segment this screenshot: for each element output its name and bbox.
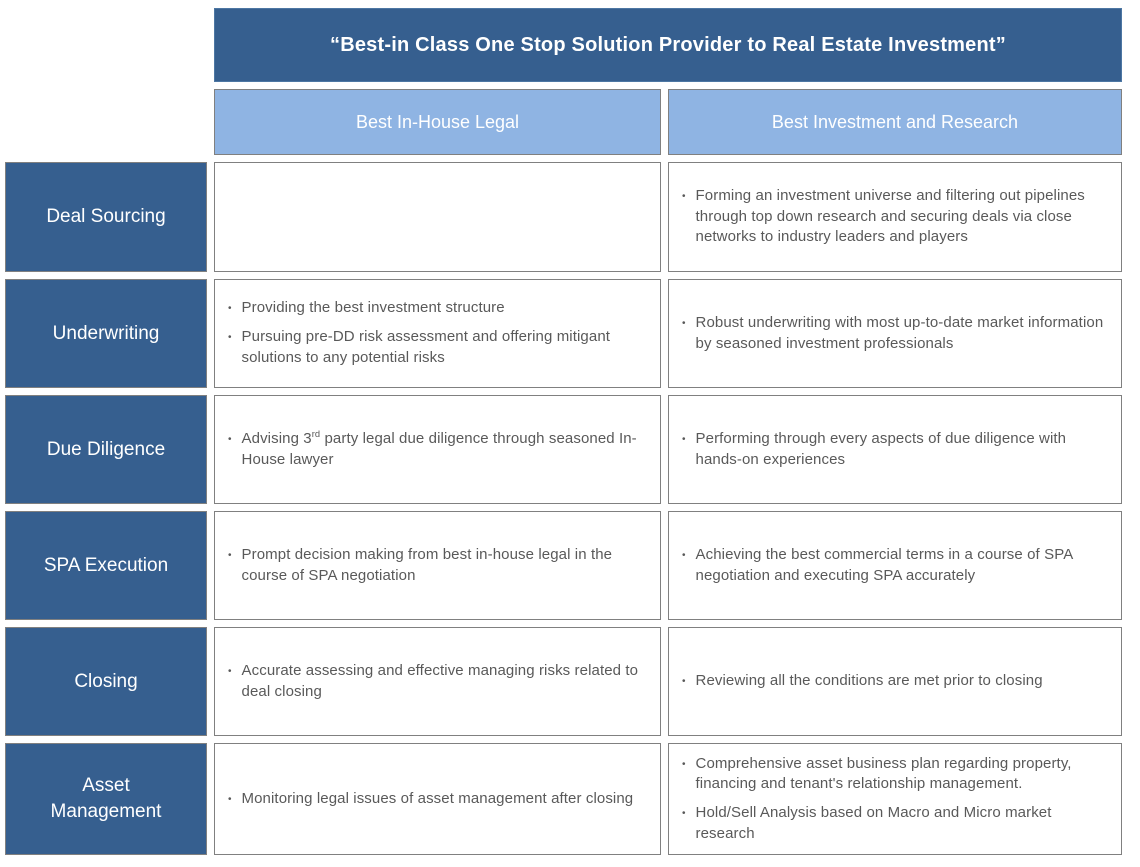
bullet-text: Accurate assessing and effective managin…	[241, 661, 639, 700]
cell-due-diligence-research: • Performing through every aspects of du…	[668, 395, 1122, 504]
page-title: “Best-in Class One Stop Solution Provide…	[330, 33, 1006, 56]
row-label-spa-execution: SPA Execution	[5, 511, 207, 620]
bullet-text: Prompt decision making from best in-hous…	[241, 545, 613, 584]
bullet-text: Providing the best investment structure	[241, 299, 505, 317]
bullet-text: Advising 3rd party legal due diligence t…	[241, 428, 637, 468]
bullet-text: Performing through every aspects of due …	[695, 429, 1067, 468]
cell-due-diligence-legal: • Advising 3rd party legal due diligence…	[214, 395, 661, 504]
bullet-icon: •	[228, 665, 232, 677]
list-item: • Comprehensive asset business plan rega…	[682, 754, 1109, 795]
list-item: • Forming an investment universe and fil…	[682, 186, 1109, 248]
cell-deal-sourcing-legal	[214, 162, 661, 272]
bullet-icon: •	[228, 549, 232, 561]
list-item: • Achieving the best commercial terms in…	[682, 545, 1109, 586]
cell-underwriting-legal: • Providing the best investment structur…	[214, 279, 661, 388]
cell-closing-research: • Reviewing all the conditions are met p…	[668, 627, 1122, 736]
bullet-icon: •	[682, 317, 686, 329]
bullet-text: Pursuing pre-DD risk assessment and offe…	[241, 328, 611, 366]
list-item: • Reviewing all the conditions are met p…	[682, 671, 1109, 692]
bullet-icon: •	[228, 332, 232, 344]
row-label-due-diligence: Due Diligence	[5, 395, 207, 504]
bullet-text: Monitoring legal issues of asset managem…	[241, 789, 634, 807]
bullet-icon: •	[228, 433, 232, 445]
bullet-icon: •	[682, 808, 686, 819]
list-item: • Robust underwriting with most up-to-da…	[682, 313, 1109, 354]
bullet-text: Achieving the best commercial terms in a…	[695, 545, 1073, 584]
list-item: • Providing the best investment structur…	[228, 298, 648, 319]
column-header-in-house-legal: Best In-House Legal	[214, 89, 661, 155]
bullet-text: Forming an investment universe and filte…	[695, 186, 1085, 246]
bullet-text: Reviewing all the conditions are met pri…	[695, 672, 1043, 690]
row-label-deal-sourcing: Deal Sourcing	[5, 162, 207, 272]
cell-spa-execution-research: • Achieving the best commercial terms in…	[668, 511, 1122, 620]
cell-closing-legal: • Accurate assessing and effective manag…	[214, 627, 661, 736]
list-item: • Advising 3rd party legal due diligence…	[228, 429, 648, 470]
bullet-icon: •	[682, 676, 686, 688]
list-item: • Monitoring legal issues of asset manag…	[228, 789, 648, 810]
cell-deal-sourcing-research: • Forming an investment universe and fil…	[668, 162, 1122, 272]
bullet-text: Robust underwriting with most up-to-date…	[695, 313, 1104, 352]
column-header-investment-research: Best Investment and Research	[668, 89, 1122, 155]
row-label-underwriting: Underwriting	[5, 279, 207, 388]
bullet-icon: •	[682, 433, 686, 445]
bullet-text: Comprehensive asset business plan regard…	[695, 754, 1072, 793]
column-header-label: Best Investment and Research	[771, 111, 1019, 132]
bullet-text: Hold/Sell Analysis based on Macro and Mi…	[695, 804, 1052, 842]
cell-asset-management-research: • Comprehensive asset business plan rega…	[668, 743, 1122, 855]
bullet-icon: •	[682, 758, 686, 770]
list-item: • Prompt decision making from best in-ho…	[228, 545, 648, 586]
bullet-icon: •	[228, 303, 232, 315]
bullet-icon: •	[682, 190, 686, 202]
column-header-label: Best In-House Legal	[355, 111, 520, 132]
row-label-asset-management: Asset Management	[5, 743, 207, 855]
cell-spa-execution-legal: • Prompt decision making from best in-ho…	[214, 511, 661, 620]
cell-underwriting-research: • Robust underwriting with most up-to-da…	[668, 279, 1122, 388]
list-item: • Accurate assessing and effective manag…	[228, 661, 648, 702]
bullet-icon: •	[228, 793, 232, 805]
list-item: • Hold/Sell Analysis based on Macro and …	[682, 803, 1109, 844]
list-item: • Pursuing pre-DD risk assessment and of…	[228, 327, 648, 368]
bullet-icon: •	[682, 549, 686, 561]
cell-asset-management-legal: • Monitoring legal issues of asset manag…	[214, 743, 661, 855]
list-item: • Performing through every aspects of du…	[682, 429, 1109, 470]
row-label-closing: Closing	[5, 627, 207, 736]
title-banner: “Best-in Class One Stop Solution Provide…	[214, 8, 1122, 82]
